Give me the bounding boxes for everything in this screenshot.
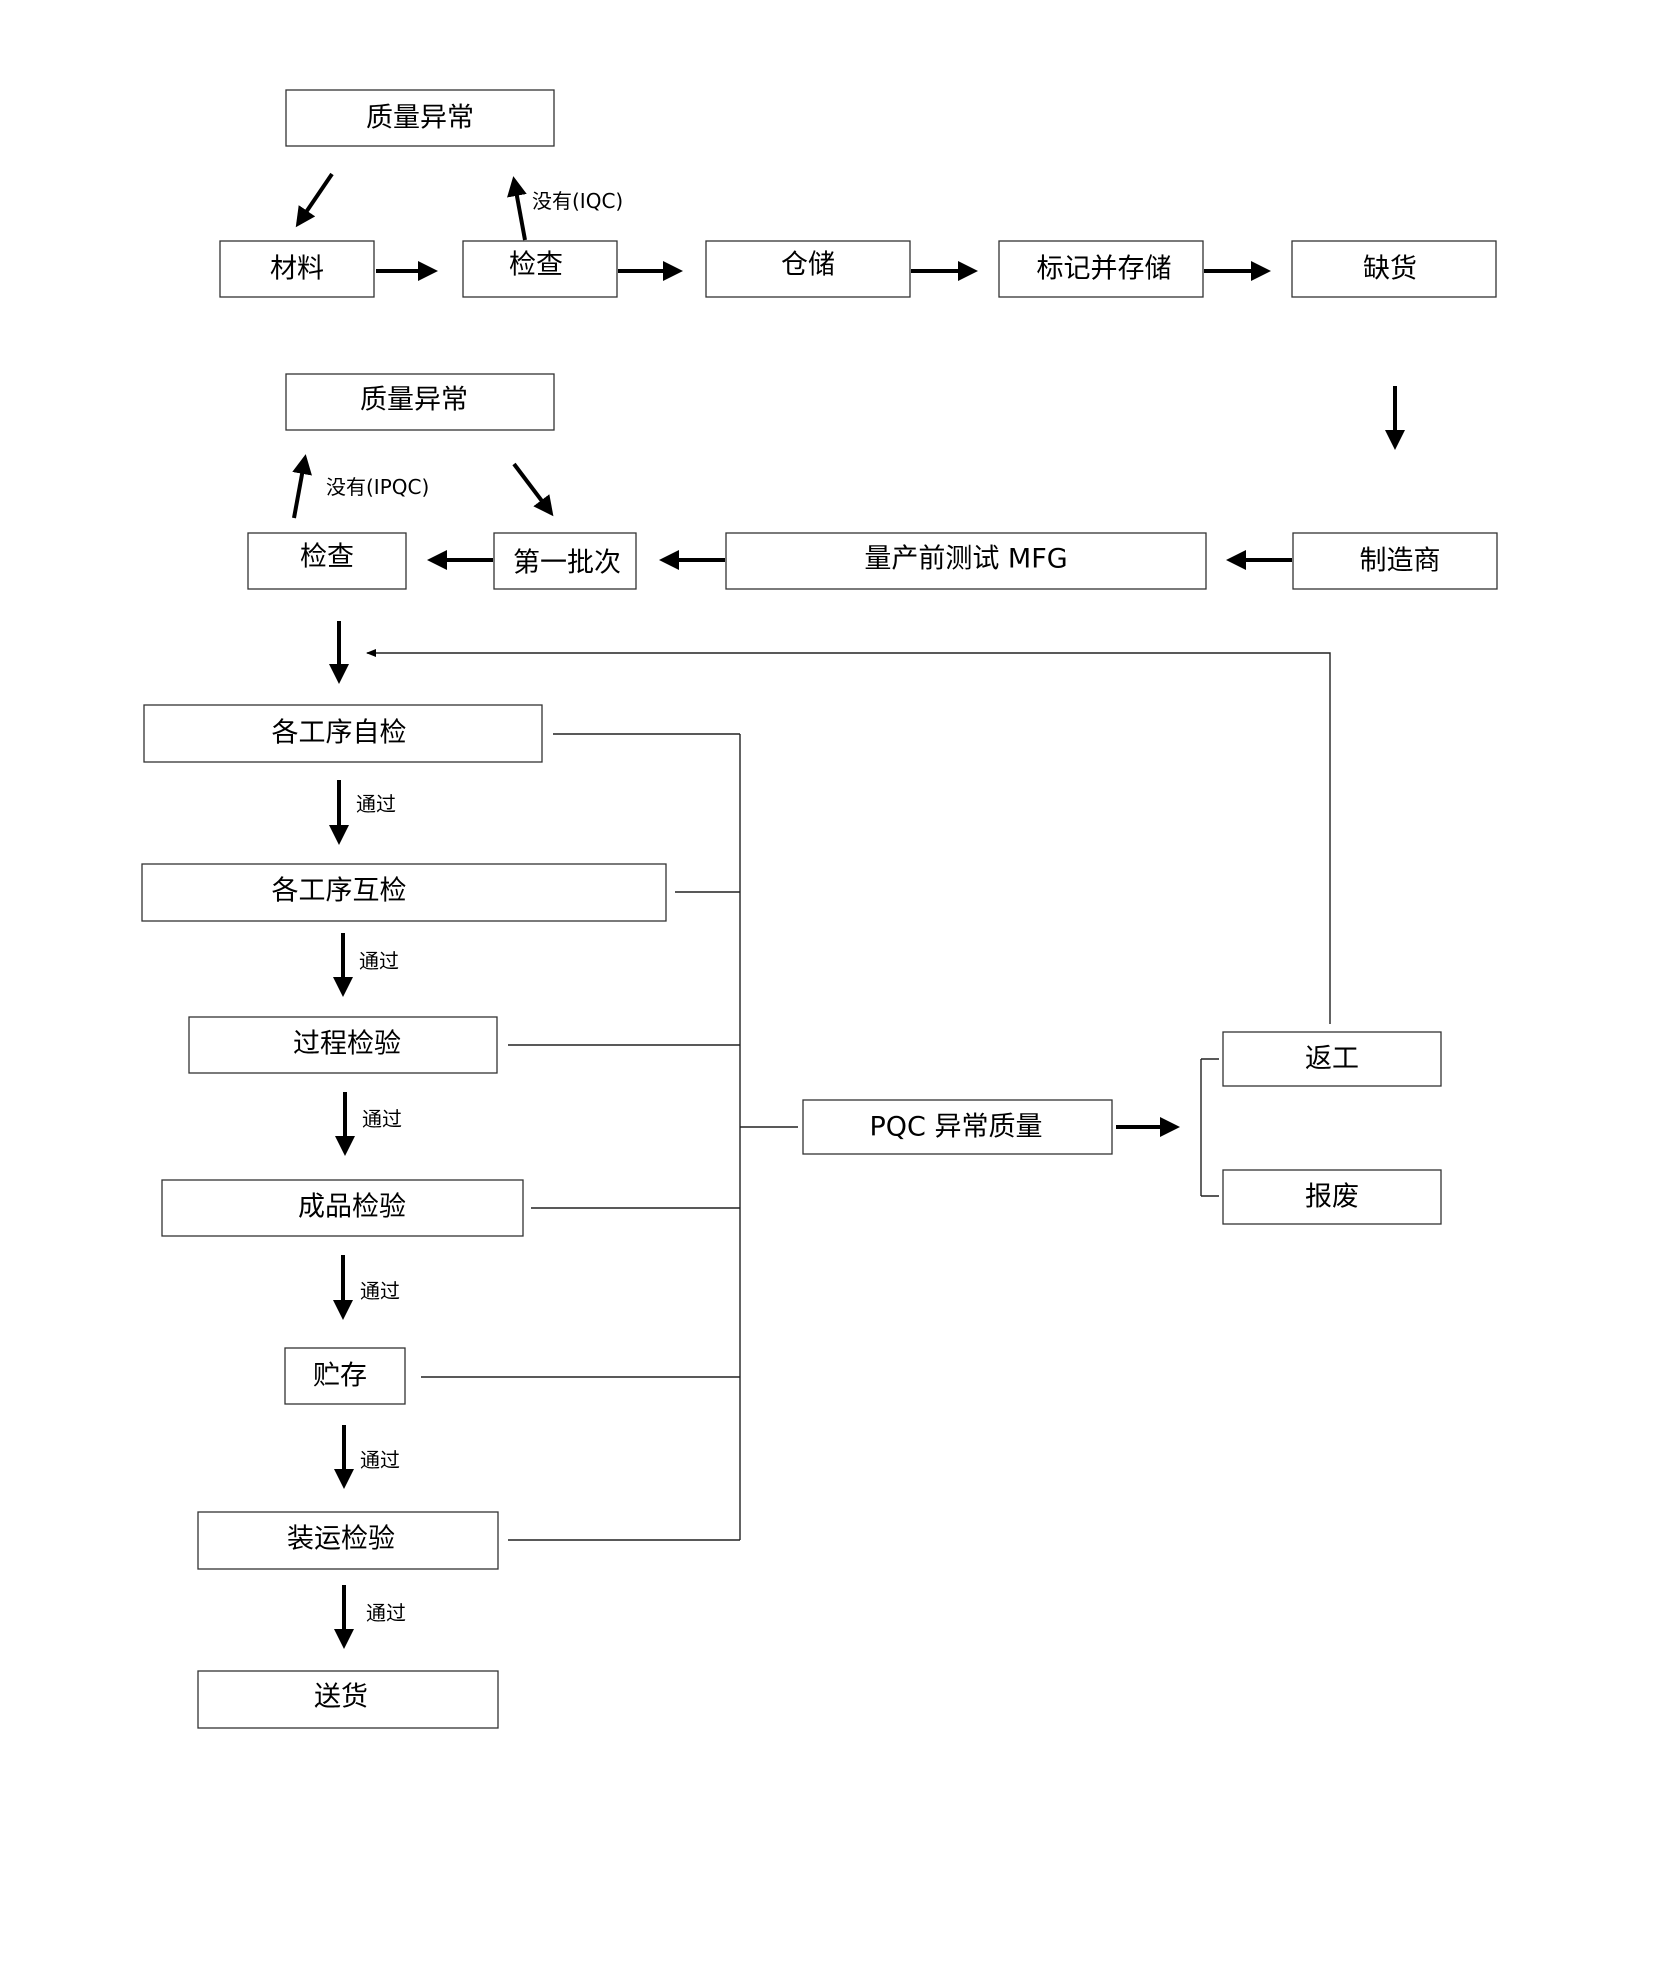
box-manufacturer: 制造商 (1292, 532, 1498, 590)
rework-feedback-line (366, 649, 1331, 1024)
svg-text:成品检验: 成品检验 (298, 1192, 406, 1223)
arrow-inspect-to-qa-mid (292, 454, 312, 519)
box-scrap: 报废 (1222, 1169, 1442, 1225)
box-pqc: PQC 异常质量 (802, 1099, 1113, 1155)
box-shipping-inspection: 装运检验 (197, 1511, 499, 1570)
arrow-to-qa-top (295, 172, 334, 228)
svg-text:质量异常: 质量异常 (360, 385, 468, 416)
svg-text:制造商: 制造商 (1360, 546, 1441, 577)
box-self-check: 各工序自检 (143, 704, 543, 763)
svg-text:装运检验: 装运检验 (287, 1524, 395, 1555)
svg-text:质量异常: 质量异常 (366, 103, 474, 134)
box-final-inspection: 成品检验 (161, 1179, 524, 1237)
disposition-bracket (1200, 1058, 1219, 1197)
box-qa-mid: 质量异常 (285, 373, 555, 431)
svg-text:返工: 返工 (1305, 1044, 1359, 1075)
box-rework: 返工 (1222, 1031, 1442, 1087)
box-material: 材料 (219, 240, 375, 298)
svg-text:各工序自检: 各工序自检 (272, 718, 407, 749)
svg-text:缺货: 缺货 (1363, 254, 1417, 285)
box-shortage: 缺货 (1291, 240, 1497, 298)
note-pass: 通过 (356, 792, 396, 816)
svg-text:检查: 检查 (509, 250, 563, 281)
box-mark-store: 标记并存储 (998, 240, 1204, 298)
note-pass: 通过 (366, 1601, 406, 1625)
svg-text:各工序互检: 各工序互检 (272, 876, 407, 907)
svg-text:检查: 检查 (300, 542, 354, 573)
note-pass: 通过 (359, 949, 399, 973)
box-inspect-top: 检查 (462, 240, 618, 298)
arrow-inspect-to-qa (507, 176, 527, 241)
svg-text:送货: 送货 (314, 1682, 368, 1713)
svg-text:过程检验: 过程检验 (293, 1029, 401, 1060)
box-pre-mfg: 量产前测试 MFG (725, 532, 1207, 590)
box-mutual-check: 各工序互检 (141, 863, 667, 922)
pqc-collector-lines (421, 733, 798, 1541)
box-inspect-mid: 检查 (247, 532, 407, 590)
svg-text:仓储: 仓储 (781, 250, 835, 281)
svg-text:PQC 异常质量: PQC 异常质量 (870, 1112, 1043, 1143)
note-no-iqc: 没有(IQC) (532, 189, 623, 213)
box-warehouse: 仓储 (705, 240, 911, 298)
box-delivery: 送货 (197, 1670, 499, 1729)
box-storage: 贮存 (284, 1347, 406, 1405)
arrow-qa-mid-firstbatch (512, 462, 554, 517)
svg-text:量产前测试 MFG: 量产前测试 MFG (864, 544, 1067, 575)
note-no-ipqc: 没有(IPQC) (326, 475, 429, 499)
svg-text:标记并存储: 标记并存储 (1037, 254, 1172, 285)
box-process-inspection: 过程检验 (188, 1016, 498, 1074)
svg-text:贮存: 贮存 (313, 1361, 367, 1392)
box-qa-top: 质量异常 (285, 89, 555, 147)
box-first-batch: 第一批次 (493, 532, 637, 590)
svg-text:报废: 报废 (1305, 1182, 1359, 1213)
note-pass: 通过 (360, 1448, 400, 1472)
note-pass: 通过 (360, 1279, 400, 1303)
svg-text:材料: 材料 (270, 254, 324, 285)
note-pass: 通过 (362, 1107, 402, 1131)
svg-text:第一批次: 第一批次 (513, 548, 621, 579)
